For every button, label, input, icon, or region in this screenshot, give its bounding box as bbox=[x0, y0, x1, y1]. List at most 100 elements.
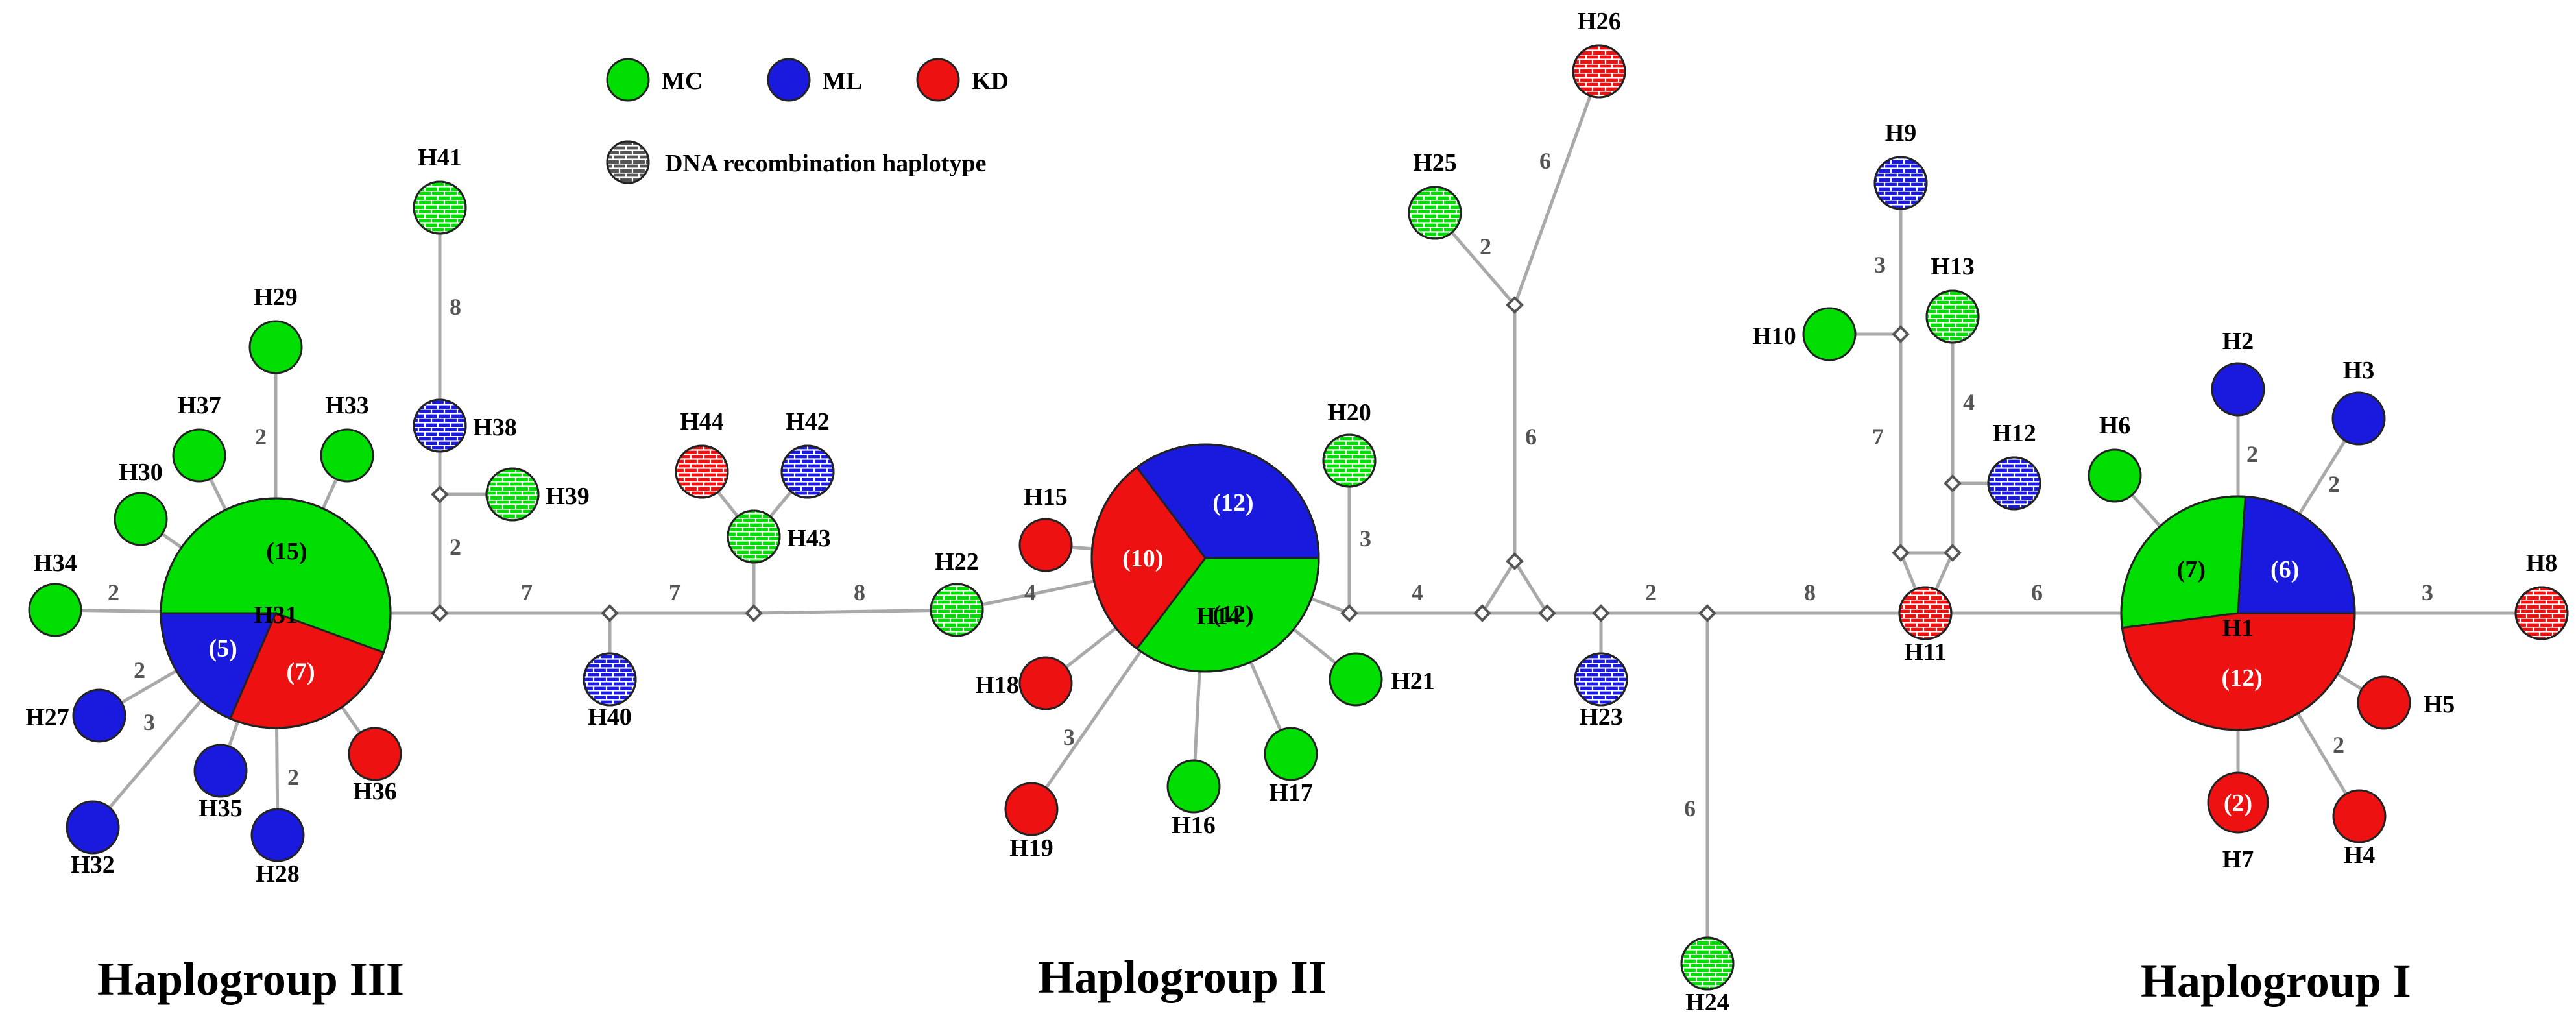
haplotype-label-h26: H26 bbox=[1577, 8, 1621, 35]
haplotype-label-h31: H31 bbox=[254, 601, 298, 629]
haplotype-h25-brick-pattern bbox=[1410, 188, 1460, 238]
haplotype-h39 bbox=[485, 467, 540, 522]
legend-label-ml: ML bbox=[823, 67, 862, 95]
haplotype-h44-outline bbox=[675, 444, 729, 499]
haplotype-h21 bbox=[1329, 652, 1383, 707]
haplotype-h9-outline bbox=[1873, 156, 1928, 210]
haplotype-h40-brick-pattern bbox=[584, 654, 635, 705]
step-label-v11-h24: 6 bbox=[1684, 795, 1696, 821]
haplotype-label-h8: H8 bbox=[2526, 550, 2558, 577]
haplotype-h30-circle bbox=[114, 492, 168, 546]
haplotype-label-h34: H34 bbox=[33, 550, 77, 577]
median-vector-v2 bbox=[431, 485, 449, 503]
step-label-v10-v11: 2 bbox=[1645, 579, 1657, 605]
legend-swatch-mc bbox=[606, 58, 650, 102]
haplotype-h23-outline bbox=[1574, 652, 1628, 707]
haplotype-label-h6: H6 bbox=[2099, 412, 2131, 439]
median-vector-v3 bbox=[601, 604, 619, 622]
haplotype-label-h15: H15 bbox=[1024, 483, 1068, 511]
haplotype-h36-circle bbox=[348, 727, 402, 781]
step-label-v15-h13: 4 bbox=[1963, 389, 1975, 415]
haplotype-h35-circle bbox=[193, 744, 248, 798]
haplotype-h13 bbox=[1925, 289, 1980, 344]
step-label-v4-h22: 8 bbox=[854, 579, 865, 605]
step-label-v14-h9: 3 bbox=[1874, 252, 1886, 278]
median-vector-v13 bbox=[1944, 544, 1962, 562]
haplotype-h10-circle bbox=[1802, 307, 1857, 361]
haplotype-h20 bbox=[1322, 433, 1377, 488]
legend-brick-mortar bbox=[608, 142, 648, 182]
haplotype-h20-outline bbox=[1322, 433, 1377, 488]
haplotype-h28 bbox=[250, 808, 305, 862]
haplotype-h4 bbox=[2332, 789, 2387, 843]
legend-label-recombination: DNA recombination haplotype bbox=[665, 150, 986, 177]
step-label-h1-h8: 3 bbox=[2422, 579, 2433, 605]
legend-item-ml: ML bbox=[767, 58, 862, 102]
haplotype-h42-outline bbox=[780, 444, 835, 499]
haplogroup-i-label: Haplogroup I bbox=[2141, 955, 2411, 1007]
haplotype-label-h44: H44 bbox=[680, 408, 724, 435]
haplotype-h17 bbox=[1264, 727, 1318, 781]
step-label-v5-v6: 4 bbox=[1412, 579, 1423, 605]
haplotype-h14-outline bbox=[1090, 443, 1320, 673]
step-label-h1-h2: 2 bbox=[2246, 441, 2258, 467]
step-label-h1-h3: 2 bbox=[2328, 471, 2340, 497]
median-vector-v6 bbox=[1473, 604, 1491, 622]
median-vector-v5 bbox=[1340, 604, 1358, 622]
haplotype-h30 bbox=[114, 492, 168, 546]
haplotype-h17-circle bbox=[1264, 727, 1318, 781]
median-vector-v14 bbox=[1892, 325, 1910, 343]
haplotype-label-h3: H3 bbox=[2343, 357, 2375, 384]
haplotype-h33-circle bbox=[320, 428, 374, 483]
haplotype-h24 bbox=[1680, 936, 1735, 991]
haplotype-label-h16: H16 bbox=[1172, 812, 1216, 839]
haplotype-h32 bbox=[66, 800, 120, 855]
haplotype-label-h13: H13 bbox=[1931, 253, 1975, 280]
legend-label-mc: MC bbox=[662, 67, 703, 95]
haplotype-h43-outline bbox=[727, 509, 781, 564]
legend-item-recombination: DNA recombination haplotype bbox=[606, 140, 986, 184]
edge-v4-h22 bbox=[753, 608, 957, 615]
haplotype-h29 bbox=[248, 320, 303, 374]
haplotype-label-h30: H30 bbox=[119, 459, 163, 486]
haplotype-label-h40: H40 bbox=[588, 703, 632, 731]
median-vector-v7 bbox=[1506, 552, 1524, 570]
median-vector-v12 bbox=[1892, 544, 1910, 562]
haplotype-h25-outline bbox=[1408, 186, 1462, 240]
step-label-v7-v9: 6 bbox=[1525, 424, 1537, 450]
edge-v7-v8 bbox=[1513, 560, 1549, 614]
haplotype-h31-outline bbox=[160, 497, 392, 729]
step-label-h22-h14: 4 bbox=[1024, 579, 1036, 605]
haplotype-h11-brick-pattern bbox=[1900, 588, 1951, 638]
step-label-v3-v4: 7 bbox=[669, 579, 680, 605]
haplotype-h37-circle bbox=[172, 428, 226, 483]
haplotype-label-h37: H37 bbox=[177, 392, 221, 419]
legend-brick-pattern bbox=[606, 140, 650, 184]
median-vector-v9 bbox=[1506, 296, 1524, 314]
haplotype-h27-circle bbox=[72, 688, 126, 743]
haplotype-h1: (12)(7)(6) bbox=[2120, 495, 2356, 731]
step-label-v12-v14: 7 bbox=[1872, 424, 1884, 450]
haplotype-label-h4: H4 bbox=[2344, 842, 2376, 869]
haplotype-h15-circle bbox=[1018, 518, 1073, 572]
step-label-h19-h14: 3 bbox=[1063, 724, 1075, 750]
haplotype-h26-outline bbox=[1572, 44, 1626, 99]
haplotype-h14: (12)(10)(12) bbox=[1090, 443, 1320, 673]
haplotype-h32-circle bbox=[66, 800, 120, 855]
haplotype-h1-count-mc: (7) bbox=[2177, 556, 2206, 583]
haplotype-label-h2: H2 bbox=[2222, 328, 2254, 355]
haplotype-h8-brick-pattern bbox=[2516, 588, 2567, 638]
legend-swatch-kd bbox=[916, 58, 960, 102]
haplotype-label-h22: H22 bbox=[935, 548, 979, 576]
haplotype-label-h18: H18 bbox=[975, 672, 1019, 699]
median-vector-v15 bbox=[1944, 474, 1962, 492]
haplotype-h12-outline bbox=[1987, 456, 2041, 511]
haplotype-h7-circle bbox=[2207, 771, 2269, 834]
haplotype-h15 bbox=[1018, 518, 1073, 572]
haplotype-h38-brick-pattern bbox=[415, 400, 465, 451]
legend-label-kd: KD bbox=[972, 67, 1009, 95]
haplotype-h13-outline bbox=[1925, 289, 1980, 344]
haplotype-h31-count-kd: (7) bbox=[286, 658, 315, 685]
haplotype-h29-circle bbox=[248, 320, 303, 374]
